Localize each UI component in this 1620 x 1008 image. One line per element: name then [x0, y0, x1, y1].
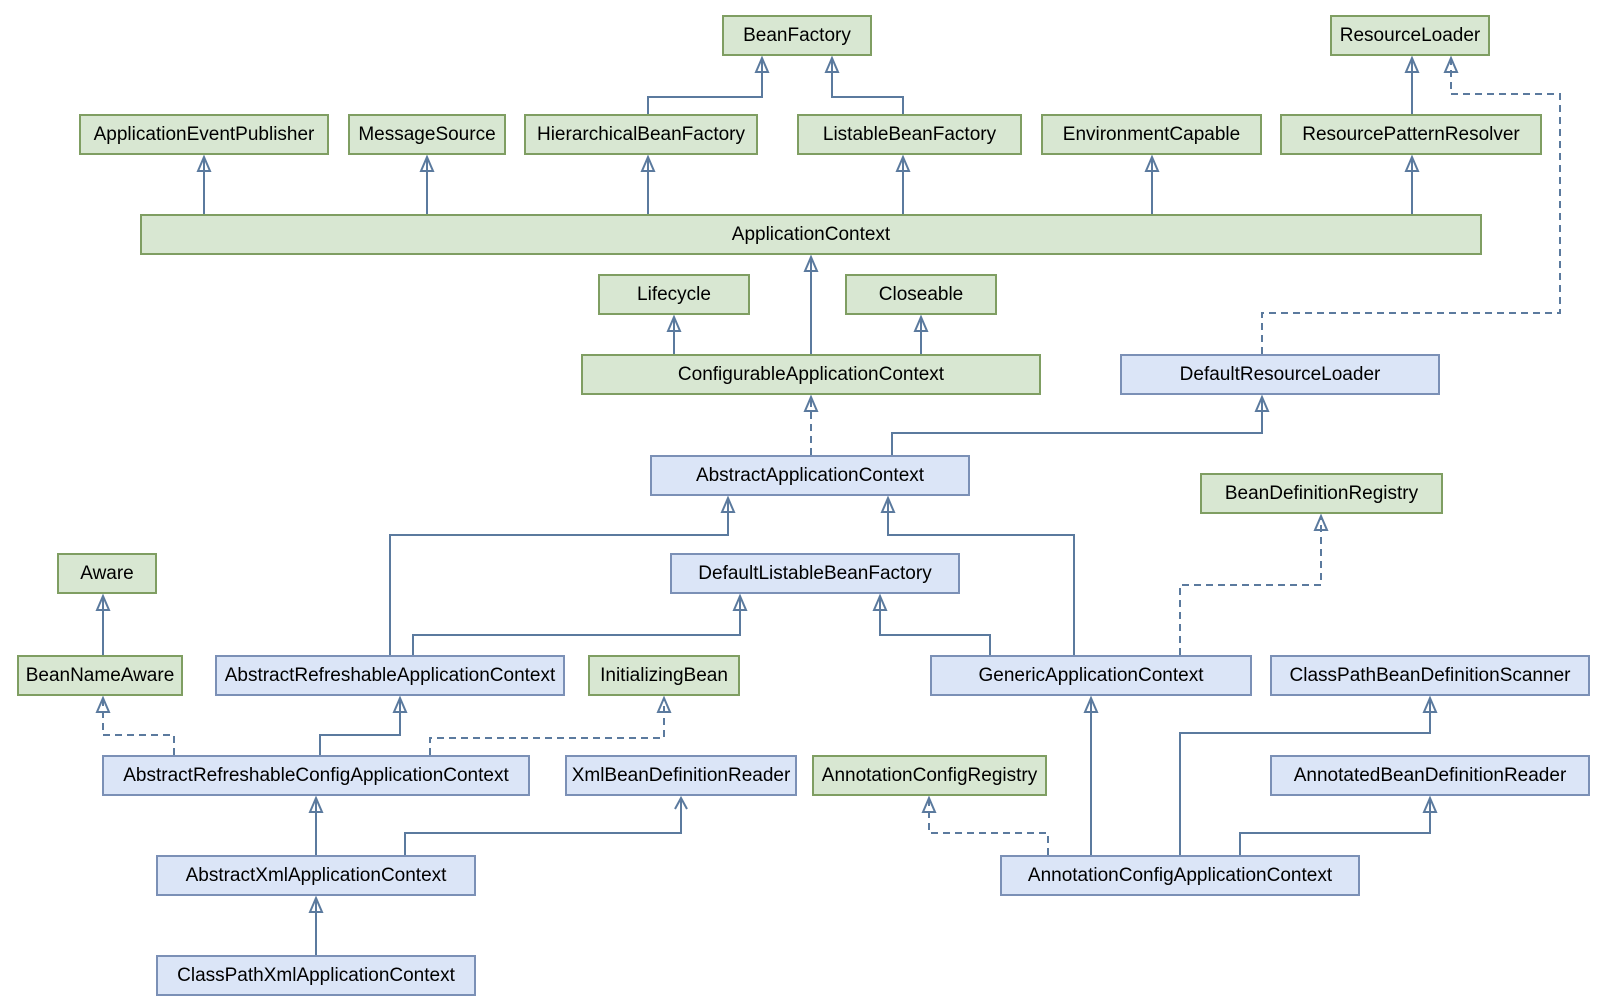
node-lifecycle: Lifecycle: [598, 274, 750, 315]
node-bean-factory: BeanFactory: [722, 15, 872, 56]
edge-annotation-config-application-context--annotated-bean-definition-reader: [1239, 795, 1438, 855]
edge-annotation-config-application-context--class-path-bean-definition-scanner: [1179, 695, 1438, 855]
node-application-context: ApplicationContext: [140, 214, 1482, 255]
node-application-event-publisher: ApplicationEventPublisher: [79, 114, 329, 155]
node-resource-loader: ResourceLoader: [1330, 15, 1490, 56]
edge-abstract-refreshable-config-application-context--abstract-refreshable-application-context: [319, 695, 408, 755]
edge-abstract-xml-application-context--xml-bean-definition-reader: [404, 795, 688, 855]
node-generic-application-context: GenericApplicationContext: [930, 655, 1252, 696]
node-default-resource-loader: DefaultResourceLoader: [1120, 354, 1440, 395]
edge-generic-application-context--bean-definition-registry: [1179, 513, 1329, 655]
node-default-listable-bean-factory: DefaultListableBeanFactory: [670, 553, 960, 594]
edge-annotation-config-application-context--annotation-config-registry: [921, 795, 1049, 855]
node-class-path-bean-definition-scanner: ClassPathBeanDefinitionScanner: [1270, 655, 1590, 696]
node-abstract-application-context: AbstractApplicationContext: [650, 455, 970, 496]
edge-abstract-refreshable-application-context--default-listable-bean-factory: [412, 593, 748, 655]
node-annotation-config-registry: AnnotationConfigRegistry: [812, 755, 1047, 796]
node-abstract-xml-application-context: AbstractXmlApplicationContext: [156, 855, 476, 896]
edge-generic-application-context--abstract-application-context: [880, 495, 1075, 655]
edge-abstract-application-context--default-resource-loader: [891, 394, 1270, 455]
node-annotated-bean-definition-reader: AnnotatedBeanDefinitionReader: [1270, 755, 1590, 796]
node-bean-name-aware: BeanNameAware: [17, 655, 183, 696]
edge-generic-application-context--default-listable-bean-factory: [872, 593, 991, 655]
node-message-source: MessageSource: [348, 114, 506, 155]
node-abstract-refreshable-application-context: AbstractRefreshableApplicationContext: [215, 655, 565, 696]
node-initializing-bean: InitializingBean: [588, 655, 740, 696]
node-abstract-refreshable-config-application-context: AbstractRefreshableConfigApplicationCont…: [102, 755, 530, 796]
node-bean-definition-registry: BeanDefinitionRegistry: [1200, 473, 1443, 514]
node-resource-pattern-resolver: ResourcePatternResolver: [1280, 114, 1542, 155]
node-configurable-application-context: ConfigurableApplicationContext: [581, 354, 1041, 395]
edge-abstract-refreshable-config-application-context--bean-name-aware: [95, 695, 175, 755]
node-xml-bean-definition-reader: XmlBeanDefinitionReader: [565, 755, 797, 796]
node-class-path-xml-application-context: ClassPathXmlApplicationContext: [156, 955, 476, 996]
edge-abstract-refreshable-application-context--abstract-application-context: [389, 495, 736, 655]
node-hierarchical-bean-factory: HierarchicalBeanFactory: [524, 114, 758, 155]
edge-hierarchical-bean-factory--bean-factory: [647, 55, 770, 114]
edge-default-resource-loader--resource-loader: [1261, 55, 1561, 354]
edge-listable-bean-factory--bean-factory: [824, 55, 904, 114]
node-aware: Aware: [57, 553, 157, 594]
node-environment-capable: EnvironmentCapable: [1041, 114, 1262, 155]
node-closeable: Closeable: [845, 274, 997, 315]
node-annotation-config-application-context: AnnotationConfigApplicationContext: [1000, 855, 1360, 896]
edge-abstract-refreshable-config-application-context--initializing-bean: [429, 695, 672, 755]
node-listable-bean-factory: ListableBeanFactory: [797, 114, 1022, 155]
